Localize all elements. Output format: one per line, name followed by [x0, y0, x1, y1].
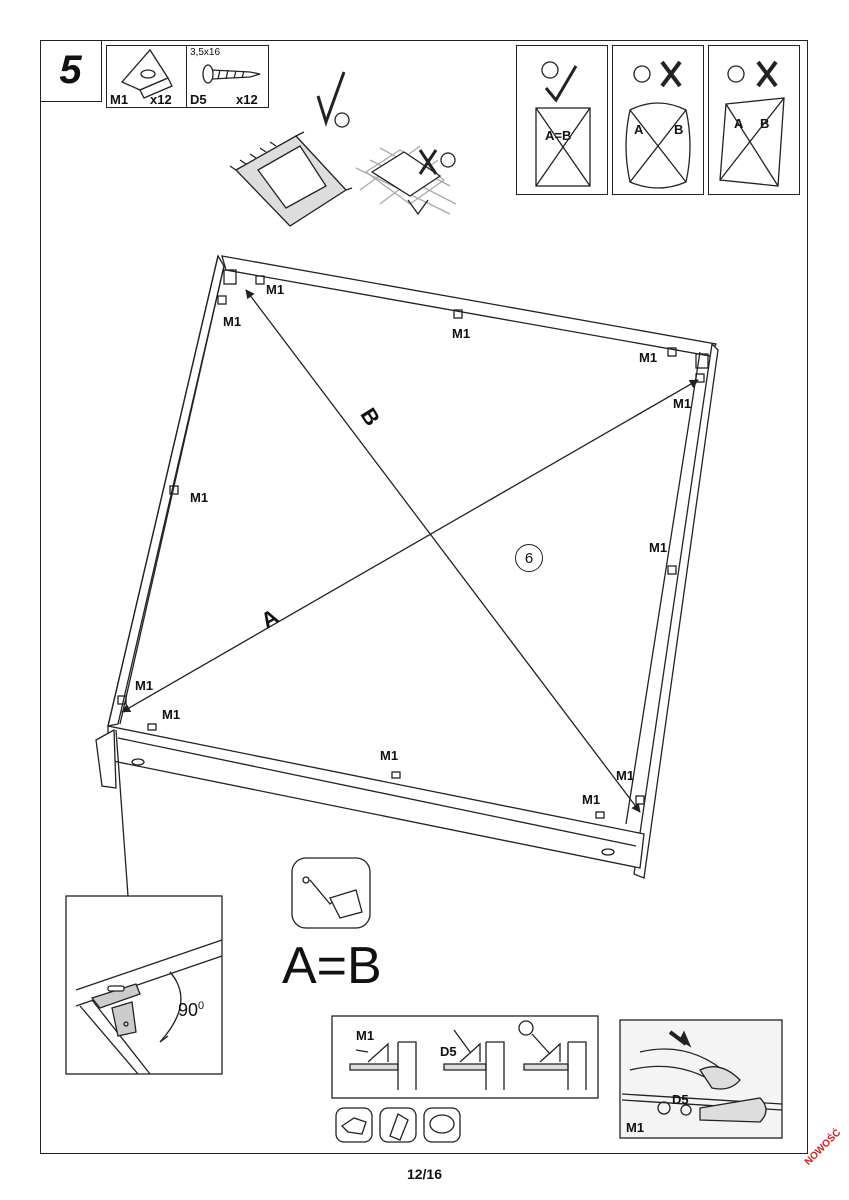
tape-measure-icon: [302, 876, 363, 919]
wrong1-b: B: [674, 122, 684, 137]
angle-value: 90: [178, 1000, 199, 1020]
bracket-label: M1: [135, 678, 154, 693]
wrong-square-icon-1: [625, 60, 691, 189]
diagonal-a-line: [121, 379, 699, 713]
screw-code: D5: [190, 92, 207, 107]
screw-qty: x12: [236, 92, 258, 107]
tape-measure-box: [291, 857, 371, 929]
cabinet-frame: [95, 254, 719, 879]
bracket-label: M1: [639, 350, 658, 365]
photo-m1-label: M1: [626, 1120, 645, 1135]
bracket-qty: x12: [150, 92, 172, 107]
rug-icon: [229, 71, 353, 227]
diagonal-b-line: [245, 289, 641, 813]
page-number: 12/16: [406, 1166, 443, 1182]
bracket-label: M1: [162, 707, 181, 722]
happy-face-icon: [334, 112, 350, 128]
bracket-label: M1: [452, 326, 471, 341]
glove-icon: [335, 1107, 373, 1143]
bracket-label: M1: [266, 282, 285, 297]
wrong1-a: A: [634, 122, 644, 137]
hand-press-photo: [621, 1030, 783, 1123]
parts-divider: [186, 45, 188, 108]
bracket-label: M1: [649, 540, 668, 555]
screw-size: 3,5x16: [190, 47, 221, 58]
procedure-steps: [349, 1020, 587, 1090]
procedure-m1-label: M1: [356, 1028, 375, 1043]
bracket-label: M1: [223, 314, 242, 329]
frame-brackets: [117, 275, 705, 819]
wrong-square-icon-2: [719, 60, 785, 187]
corner-bracket-icon: [120, 48, 173, 99]
angle-label: 900: [178, 1000, 204, 1021]
correct-ab-label: A=B: [545, 128, 572, 143]
bracket-label: M1: [582, 792, 601, 807]
correct-square-box: [516, 45, 608, 195]
bracket-label: M1: [190, 490, 209, 505]
procedure-d5-label: D5: [440, 1044, 457, 1059]
bracket-label: M1: [616, 768, 635, 783]
tape-icon: [423, 1107, 461, 1143]
page-frame: [40, 40, 808, 1154]
screw-icon: [202, 64, 261, 84]
bracket-label: M1: [380, 748, 399, 763]
angle-unit: 0: [198, 1000, 205, 1012]
bracket-label: M1: [673, 396, 692, 411]
floor-wrong-icon: [370, 149, 456, 216]
wrong-square-box-2: [708, 45, 800, 195]
corner-detail: [75, 939, 223, 1075]
a-equals-b-label: A=B: [282, 937, 382, 995]
photo-d5-label: D5: [672, 1092, 689, 1107]
step-number: 5: [40, 40, 102, 102]
bracket-code: M1: [110, 92, 129, 107]
correct-square-icon: [535, 61, 591, 187]
part-number-badge: 6: [515, 544, 543, 572]
cloth-icon: [379, 1107, 417, 1143]
